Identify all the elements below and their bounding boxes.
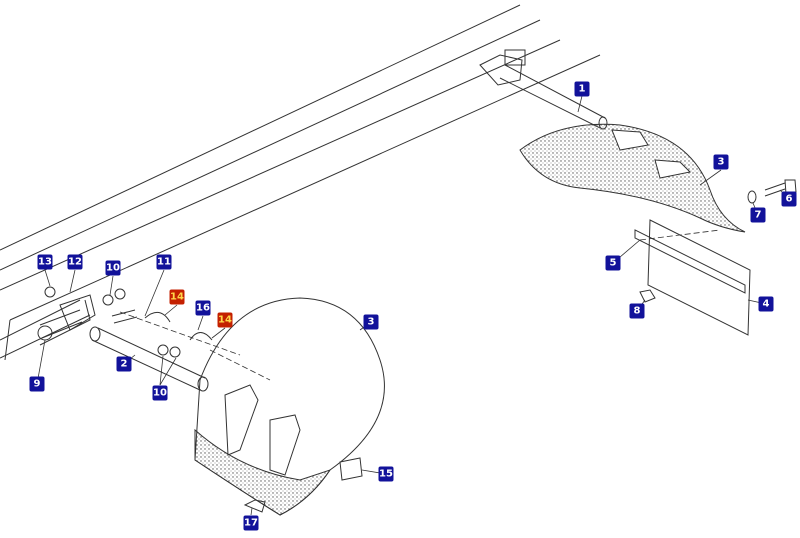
mud-flap [634,219,751,336]
callout-16[interactable]: 16 [195,300,211,316]
callout-15[interactable]: 15 [378,466,394,482]
mounting-tube [89,326,209,392]
callout-3-left[interactable]: 3 [363,314,379,330]
callout-14-second[interactable]: 14 [217,312,233,328]
callout-13[interactable]: 13 [37,254,53,270]
chassis-frame [0,4,601,361]
callout-10-second[interactable]: 10 [152,385,168,401]
support-rod [479,49,608,130]
callout-3[interactable]: 3 [713,154,729,170]
callout-1[interactable]: 1 [574,81,590,97]
callout-7[interactable]: 7 [750,207,766,223]
callout-4[interactable]: 4 [758,296,774,312]
callout-2[interactable]: 2 [116,356,132,372]
nut [639,289,656,303]
mudguard-left [194,297,385,516]
callout-10[interactable]: 10 [105,260,121,276]
callout-12[interactable]: 12 [67,254,83,270]
callout-6[interactable]: 6 [781,191,797,207]
callout-14[interactable]: 14 [169,289,185,305]
mudguard-right [519,123,746,233]
callout-11[interactable]: 11 [156,254,172,270]
callout-5[interactable]: 5 [605,255,621,271]
callout-8[interactable]: 8 [629,303,645,319]
callout-17[interactable]: 17 [243,515,259,531]
callout-9[interactable]: 9 [29,376,45,392]
